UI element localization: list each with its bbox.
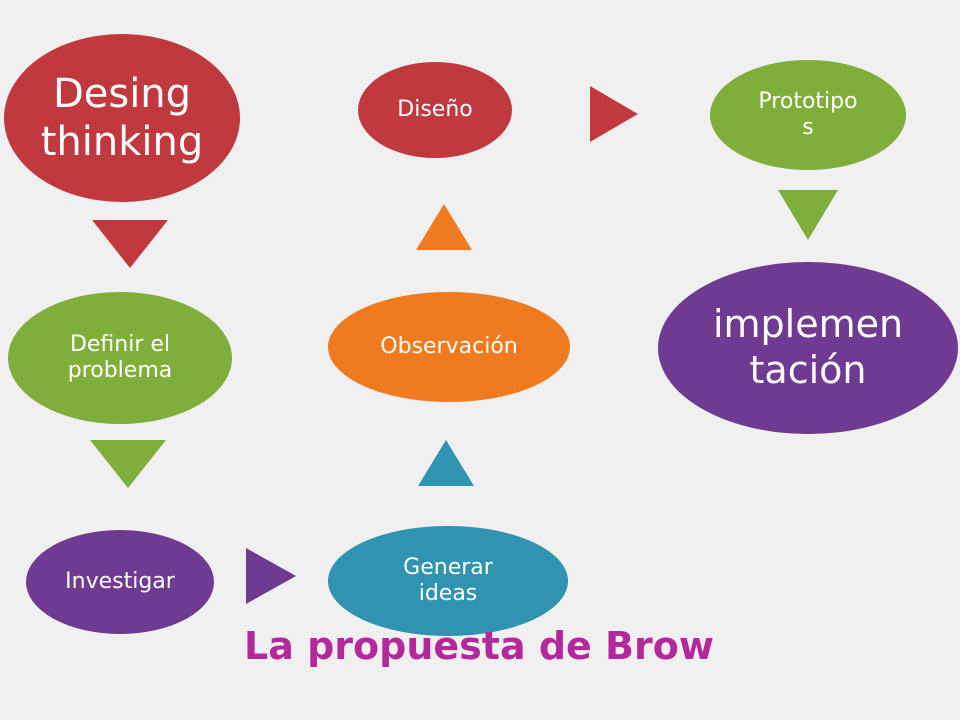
arrow-down-icon [90, 440, 166, 488]
node-design-thinking: Desing thinking [4, 34, 240, 202]
arrow-down-icon [92, 220, 168, 268]
node-investigar: Investigar [26, 530, 214, 634]
node-diseno: Diseño [358, 62, 512, 158]
node-implementacion: implemen tación [658, 262, 958, 434]
arrow-down-icon [778, 190, 838, 240]
node-observacion: Observación [328, 292, 570, 402]
node-definir-problema: Definir el problema [8, 292, 232, 424]
diagram-caption: La propuesta de Brow [244, 624, 714, 668]
node-generar-ideas: Generar ideas [328, 526, 568, 636]
arrow-right-icon [590, 86, 638, 142]
node-prototipos: Prototipo s [710, 60, 906, 170]
arrow-up-icon [416, 204, 472, 250]
arrow-right-icon [246, 548, 296, 604]
arrow-up-icon [418, 440, 474, 486]
